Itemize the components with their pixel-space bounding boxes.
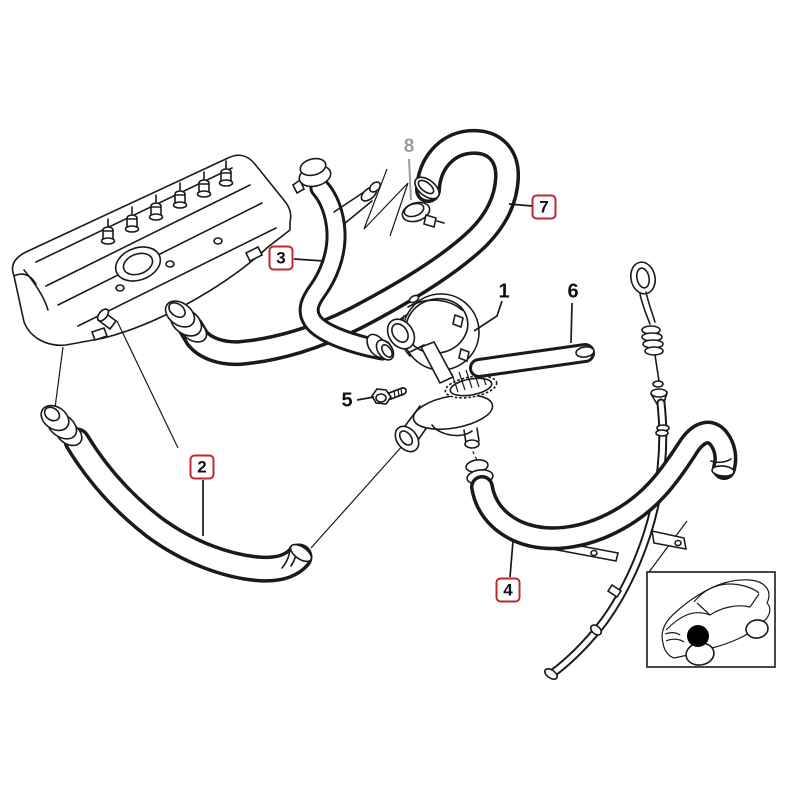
callout-6[interactable]: 6 (567, 280, 579, 303)
assembly-lines (54, 320, 688, 573)
callout-7[interactable]: 7 (531, 194, 557, 220)
callout-leader-1 (473, 300, 503, 332)
callout-3[interactable]: 3 (268, 245, 294, 271)
location-dot (687, 625, 709, 647)
vent-pipe-6-drawing (469, 343, 595, 378)
callout-8[interactable]: 8 (403, 136, 415, 157)
callout-4[interactable]: 4 (495, 577, 521, 603)
callout-2[interactable]: 2 (189, 454, 215, 480)
callout-leader-8 (408, 158, 412, 201)
vent-valve-drawing (386, 293, 498, 453)
callout-leader-6 (570, 302, 573, 344)
car-thumbnail (661, 579, 771, 666)
hooked-vent-hose-drawing (164, 128, 520, 367)
vent-hose-2-drawing (40, 404, 313, 583)
bolt-5-drawing (371, 387, 407, 405)
return-hose-4-drawing (465, 420, 738, 551)
vent-hose-3-drawing (291, 157, 395, 361)
callout-leader-3 (293, 258, 325, 262)
car-inset (646, 571, 776, 668)
break-mark (363, 168, 409, 237)
callout-1[interactable]: 1 (498, 280, 510, 303)
callout-leader-4 (509, 540, 514, 578)
callout-5[interactable]: 5 (341, 389, 353, 412)
callout-leader-7 (508, 203, 533, 207)
hose-clamp-8-drawing (401, 201, 445, 229)
callout-leader-5 (356, 396, 375, 401)
dipstick-drawing (544, 261, 687, 680)
valve-cover-drawing (11, 154, 292, 347)
